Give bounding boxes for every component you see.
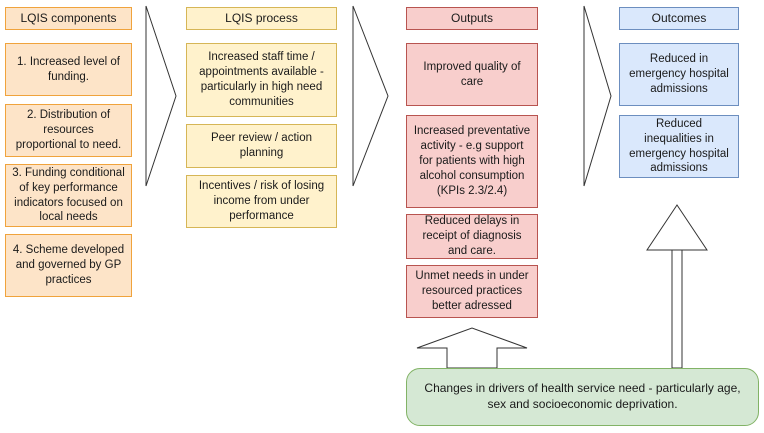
process-header: LQIS process bbox=[186, 7, 337, 30]
component-item-4: 4. Scheme developed and governed by GP p… bbox=[5, 234, 132, 297]
arrow-drivers-to-outputs bbox=[416, 327, 528, 369]
outcomes-header: Outcomes bbox=[619, 7, 739, 30]
components-header: LQIS components bbox=[5, 7, 132, 30]
process-item-1: Increased staff time / appointments avai… bbox=[186, 43, 337, 117]
outcome-item-2: Reduced inequalities in emergency hospit… bbox=[619, 115, 739, 178]
process-item-3: Incentives / risk of losing income from … bbox=[186, 175, 337, 228]
outputs-header: Outputs bbox=[406, 7, 538, 30]
drivers-box: Changes in drivers of health service nee… bbox=[406, 368, 759, 426]
arrow-components-to-process bbox=[145, 5, 177, 187]
component-item-3: 3. Funding conditional of key performanc… bbox=[5, 164, 132, 227]
outcome-item-1: Reduced in emergency hospital admissions bbox=[619, 43, 739, 106]
output-item-2: Increased preventative activity - e.g su… bbox=[406, 115, 538, 208]
arrow-drivers-to-outcomes bbox=[646, 204, 708, 369]
arrow-outputs-to-outcomes bbox=[583, 5, 612, 187]
process-item-2: Peer review / action planning bbox=[186, 124, 337, 168]
component-item-1: 1. Increased level of funding. bbox=[5, 43, 132, 96]
arrow-process-to-outputs bbox=[352, 5, 389, 187]
output-item-4: Unmet needs in under resourced practices… bbox=[406, 265, 538, 318]
output-item-1: Improved quality of care bbox=[406, 43, 538, 106]
component-item-2: 2. Distribution of resources proportiona… bbox=[5, 104, 132, 157]
output-item-3: Reduced delays in receipt of diagnosis a… bbox=[406, 214, 538, 259]
